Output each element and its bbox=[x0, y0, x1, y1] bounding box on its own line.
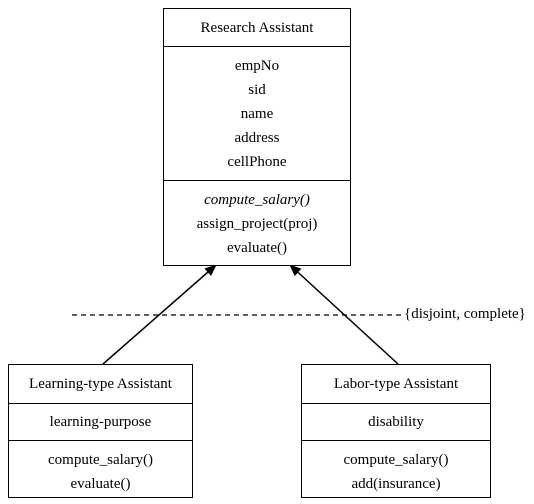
attributes-compartment: disability bbox=[302, 404, 490, 441]
attribute: disability bbox=[368, 414, 424, 430]
operation: compute_salary() bbox=[343, 452, 449, 468]
class-name-compartment: Research Assistant bbox=[164, 9, 350, 47]
attribute: cellPhone bbox=[227, 154, 287, 170]
constraint-label: {disjoint, complete} bbox=[404, 306, 526, 322]
operation: compute_salary() bbox=[48, 452, 153, 468]
operations-compartment: compute_salary() assign_project(proj) ev… bbox=[164, 181, 350, 260]
operation: evaluate() bbox=[227, 240, 287, 256]
class-learning-type-assistant[interactable]: Learning-type Assistant learning-purpose… bbox=[8, 364, 193, 498]
attribute: address bbox=[234, 130, 280, 146]
attribute: sid bbox=[248, 82, 266, 98]
class-name: Research Assistant bbox=[200, 20, 314, 36]
operation-abstract: compute_salary() bbox=[204, 192, 310, 208]
class-name: Labor-type Assistant bbox=[333, 376, 459, 392]
operations-compartment: compute_salary() add(insurance) bbox=[302, 441, 490, 496]
operation: assign_project(proj) bbox=[196, 216, 318, 232]
operation: add(insurance) bbox=[351, 476, 441, 492]
class-name: Learning-type Assistant bbox=[29, 376, 172, 392]
operation: evaluate() bbox=[70, 476, 131, 492]
attributes-compartment: empNo sid name address cellPhone bbox=[164, 47, 350, 181]
attribute: name bbox=[240, 106, 274, 122]
operations-compartment: compute_salary() evaluate() bbox=[9, 441, 192, 496]
attribute: empNo bbox=[234, 58, 280, 74]
class-labor-type-assistant[interactable]: Labor-type Assistant disability compute_… bbox=[301, 364, 491, 498]
class-research-assistant[interactable]: Research Assistant empNo sid name addres… bbox=[163, 8, 351, 266]
attribute: learning-purpose bbox=[49, 414, 152, 430]
generalization-arrow-left[interactable] bbox=[102, 264, 217, 365]
class-name-compartment: Labor-type Assistant bbox=[302, 365, 490, 404]
class-name-compartment: Learning-type Assistant bbox=[9, 365, 192, 404]
attributes-compartment: learning-purpose bbox=[9, 404, 192, 441]
